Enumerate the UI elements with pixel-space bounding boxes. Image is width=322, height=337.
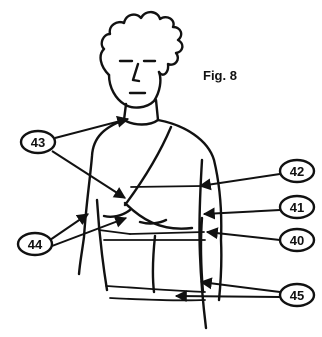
callout-42: 42 <box>280 160 314 182</box>
left-torso <box>97 200 107 290</box>
bust-curve <box>125 203 192 229</box>
arrow-42 <box>200 174 280 186</box>
waist-band <box>106 286 205 292</box>
callout-label-40: 40 <box>290 233 304 248</box>
neck-right <box>156 100 158 120</box>
callout-45: 45 <box>280 284 314 306</box>
band-42 <box>131 186 202 187</box>
arrow-44-left <box>50 214 88 240</box>
callout-label-41: 41 <box>290 200 304 215</box>
arrow-41 <box>204 210 280 214</box>
band-41-left <box>99 230 130 234</box>
hair <box>101 12 183 75</box>
callout-label-42: 42 <box>290 164 304 179</box>
neck-left <box>124 104 126 120</box>
waist-band-lower <box>110 298 205 300</box>
band-41-right <box>130 232 204 234</box>
chest-dart <box>153 236 155 292</box>
arrow-43-collar <box>55 119 128 138</box>
callout-44: 44 <box>18 233 52 255</box>
leader-arrows <box>50 119 280 297</box>
underbust-left <box>104 210 130 217</box>
callout-43: 43 <box>21 131 55 153</box>
callout-41: 41 <box>280 196 314 218</box>
callout-label-45: 45 <box>290 288 304 303</box>
arrow-45-lower <box>176 296 280 297</box>
callout-40: 40 <box>280 229 314 251</box>
right-shoulder-arm <box>158 120 221 300</box>
callout-label-44: 44 <box>28 237 43 252</box>
center-line <box>125 127 171 205</box>
figure-title: Fig. 8 <box>203 68 237 83</box>
arrow-45-upper <box>201 282 280 292</box>
person-figure <box>79 12 221 328</box>
arrow-40 <box>207 232 280 240</box>
callout-label-43: 43 <box>31 135 45 150</box>
nose <box>133 64 139 81</box>
collar <box>124 120 158 125</box>
